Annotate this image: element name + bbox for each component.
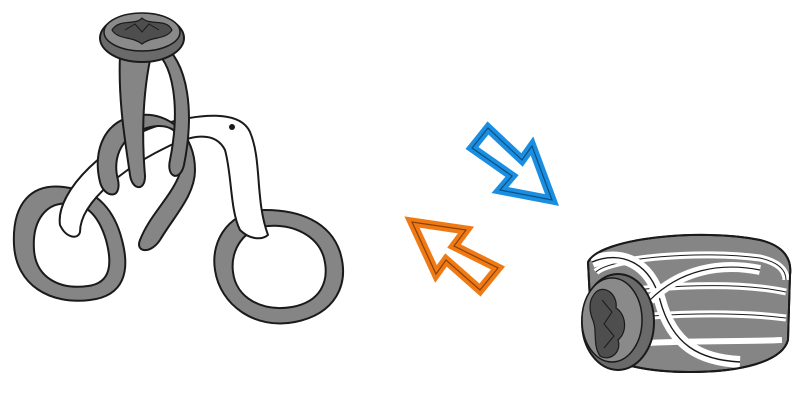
arrow-up-left-icon (412, 222, 498, 290)
pin-dot (229, 124, 235, 130)
right-loop (214, 210, 343, 323)
assembled-puzzle-ring (582, 235, 790, 372)
assembled-signet-crest (582, 274, 654, 370)
unfolded-puzzle-ring (14, 13, 343, 323)
signet-crest (100, 13, 184, 62)
arrow-down-right-icon (472, 128, 552, 200)
